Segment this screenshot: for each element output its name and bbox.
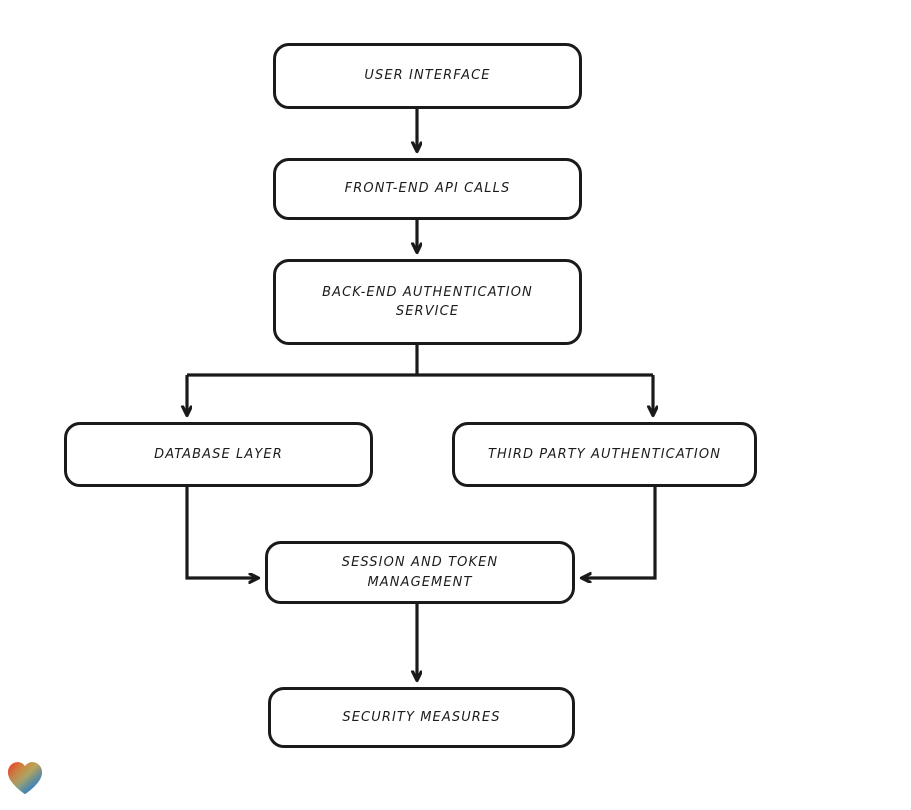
node-database-layer[interactable]: DATABASE LAYER — [64, 422, 373, 487]
node-third-party-authentication[interactable]: THIRD PARTY AUTHENTICATION — [452, 422, 757, 487]
edge-third-party-to-session — [582, 487, 657, 578]
node-security-measures[interactable]: SECURITY MEASURES — [268, 687, 575, 748]
heart-icon — [7, 762, 43, 795]
node-front-end-api-calls[interactable]: FRONT-END API CALLS — [273, 158, 582, 220]
edge-database-to-session — [185, 487, 258, 578]
node-label: THIRD PARTY AUTHENTICATION — [487, 446, 722, 462]
node-user-interface[interactable]: USER INTERFACE — [273, 43, 582, 109]
node-label: BACK-END AUTHENTICATION SERVICE — [322, 284, 533, 320]
node-label: SECURITY MEASURES — [342, 709, 501, 725]
node-label: FRONT-END API CALLS — [344, 181, 511, 197]
node-back-end-authentication-service[interactable]: BACK-END AUTHENTICATION SERVICE — [273, 259, 582, 345]
node-label: USER INTERFACE — [364, 68, 491, 84]
node-label: DATABASE LAYER — [154, 446, 283, 462]
node-session-and-token-management[interactable]: SESSION AND TOKEN MANAGEMENT — [265, 541, 575, 604]
node-label: SESSION AND TOKEN MANAGEMENT — [341, 555, 499, 590]
